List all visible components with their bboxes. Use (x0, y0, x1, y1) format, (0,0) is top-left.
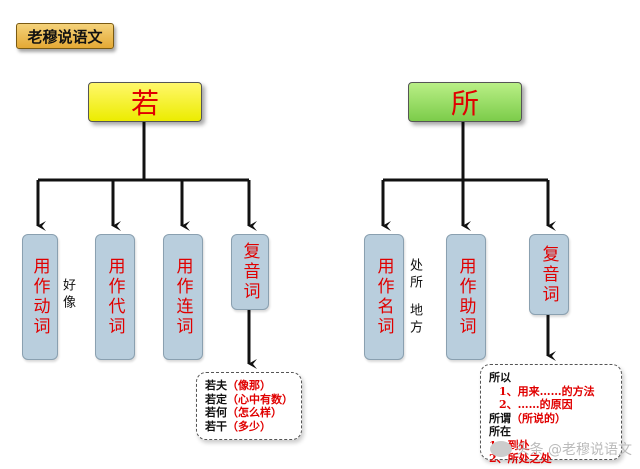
node-ruo-verb: 用作动词 (22, 234, 58, 360)
node-suo-noun: 用作名词 (364, 234, 404, 360)
root-node-ruo: 若 (88, 82, 202, 122)
toutiao-logo-icon (489, 441, 512, 457)
node-label: 用作代词 (104, 257, 125, 337)
detail-line: 所在 (489, 425, 511, 438)
detail-line: 若夫（像那） (205, 379, 271, 392)
node-label: 用作名词 (373, 257, 394, 337)
detail-line: 2、……的原因 (499, 398, 573, 411)
root-label: 若 (130, 87, 159, 120)
node-suo-compound: 复音词 (529, 234, 569, 315)
detail-line: 若干（多少） (205, 419, 271, 433)
side-note-difang: 地方 (407, 303, 422, 337)
watermark-text: 头条 @老穆说语文 (515, 442, 632, 458)
side-note-chusuo: 处所 (407, 258, 422, 292)
node-suo-particle: 用作助词 (446, 234, 486, 360)
node-label: 复音词 (239, 242, 260, 302)
root-node-suo: 所 (408, 82, 522, 122)
detail-line: 所以 (489, 371, 511, 384)
node-label: 用作连词 (172, 257, 193, 337)
watermark: 头条 @老穆说语文 (489, 439, 632, 459)
title-badge: 老穆说语文 (16, 23, 114, 49)
node-ruo-compound: 复音词 (231, 234, 269, 310)
title-text: 老穆说语文 (27, 27, 103, 46)
root-label: 所 (450, 87, 479, 120)
side-note-haoxiang: 好像 (60, 278, 75, 312)
detail-line: 所谓（所说的） (489, 411, 566, 425)
node-ruo-conjunction: 用作连词 (163, 234, 203, 360)
detail-line: 若定（心中有数） (205, 392, 293, 406)
node-label: 复音词 (538, 244, 559, 305)
node-label: 用作助词 (455, 257, 476, 337)
detail-line: 若何（怎么样） (205, 406, 282, 419)
detail-line: 1、用来……的方法 (499, 384, 595, 398)
ruo-compound-detail: 若夫（像那） 若定（心中有数） 若何（怎么样） 若干（多少） (196, 372, 302, 440)
node-label: 用作动词 (29, 257, 50, 337)
node-ruo-pronoun: 用作代词 (95, 234, 135, 360)
